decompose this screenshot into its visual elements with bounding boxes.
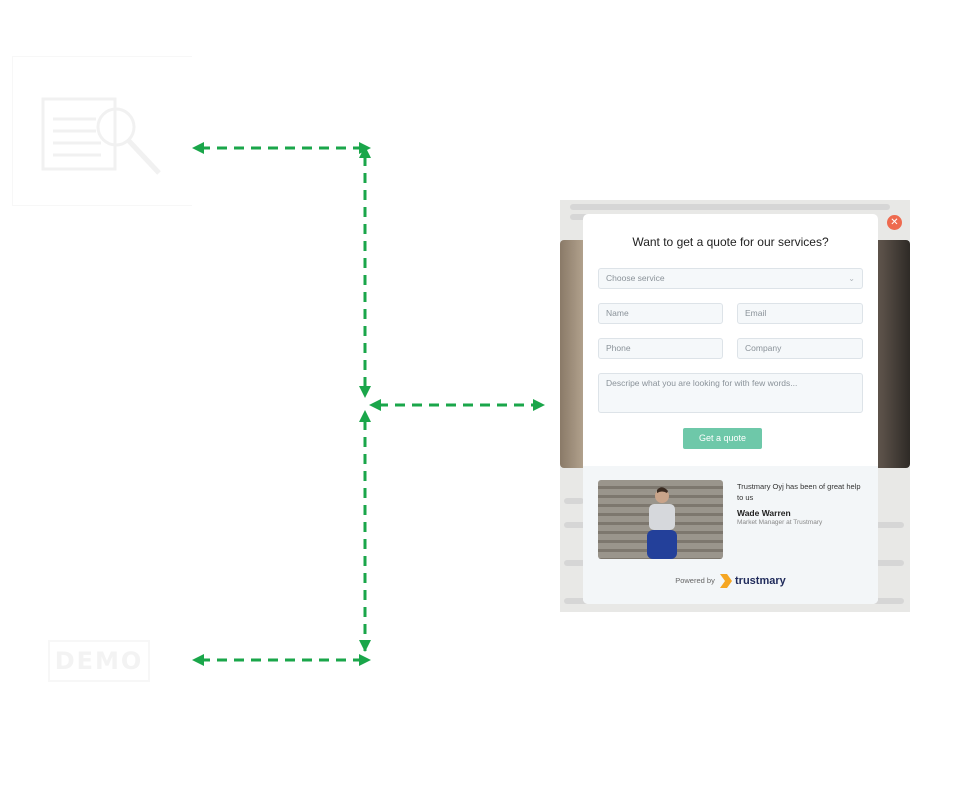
name-input[interactable]: Name — [598, 303, 723, 324]
arrowhead — [192, 654, 204, 666]
service-select[interactable]: Choose service ⌄ — [598, 268, 863, 289]
powered-by: Powered by trustmary — [583, 574, 878, 588]
company-input[interactable]: Company — [737, 338, 863, 359]
quote-form-screenshot: Want to get a quote for our services? Ch… — [560, 200, 910, 612]
powered-by-label: Powered by — [675, 575, 715, 585]
arrowhead — [359, 410, 371, 422]
arrowhead — [369, 399, 381, 411]
arrowhead — [533, 399, 545, 411]
testimonial-footer: Trustmary Oyj has been of great help to … — [583, 466, 878, 604]
testimonial-quote: Trustmary Oyj has been of great help to … — [737, 482, 861, 502]
service-select-placeholder: Choose service — [606, 273, 665, 283]
phone-input[interactable]: Phone — [598, 338, 723, 359]
faint-panel — [12, 56, 192, 206]
testimonial-role: Market Manager at Trustmary — [737, 519, 823, 526]
description-textarea[interactable]: Descripe what you are looking for with f… — [598, 373, 863, 413]
arrowhead — [359, 386, 371, 398]
arrowhead — [359, 146, 371, 158]
trustmary-brand[interactable]: trustmary — [735, 575, 786, 587]
person-image — [647, 487, 677, 559]
arrowhead — [359, 640, 371, 652]
close-icon[interactable]: ✕ — [887, 215, 902, 230]
arrowhead — [192, 142, 204, 154]
email-input[interactable]: Email — [737, 303, 863, 324]
arrowhead — [359, 654, 371, 666]
get-quote-button[interactable]: Get a quote — [683, 428, 762, 449]
trustmary-logo-icon — [719, 574, 732, 588]
testimonial-name: Wade Warren — [737, 508, 791, 518]
chevron-down-icon: ⌄ — [848, 274, 855, 283]
quote-modal: Want to get a quote for our services? Ch… — [583, 214, 878, 604]
demo-icon: DEMO — [48, 640, 150, 682]
testimonial-photo — [598, 480, 723, 559]
modal-title: Want to get a quote for our services? — [632, 235, 829, 249]
document-search-icon — [41, 97, 161, 175]
